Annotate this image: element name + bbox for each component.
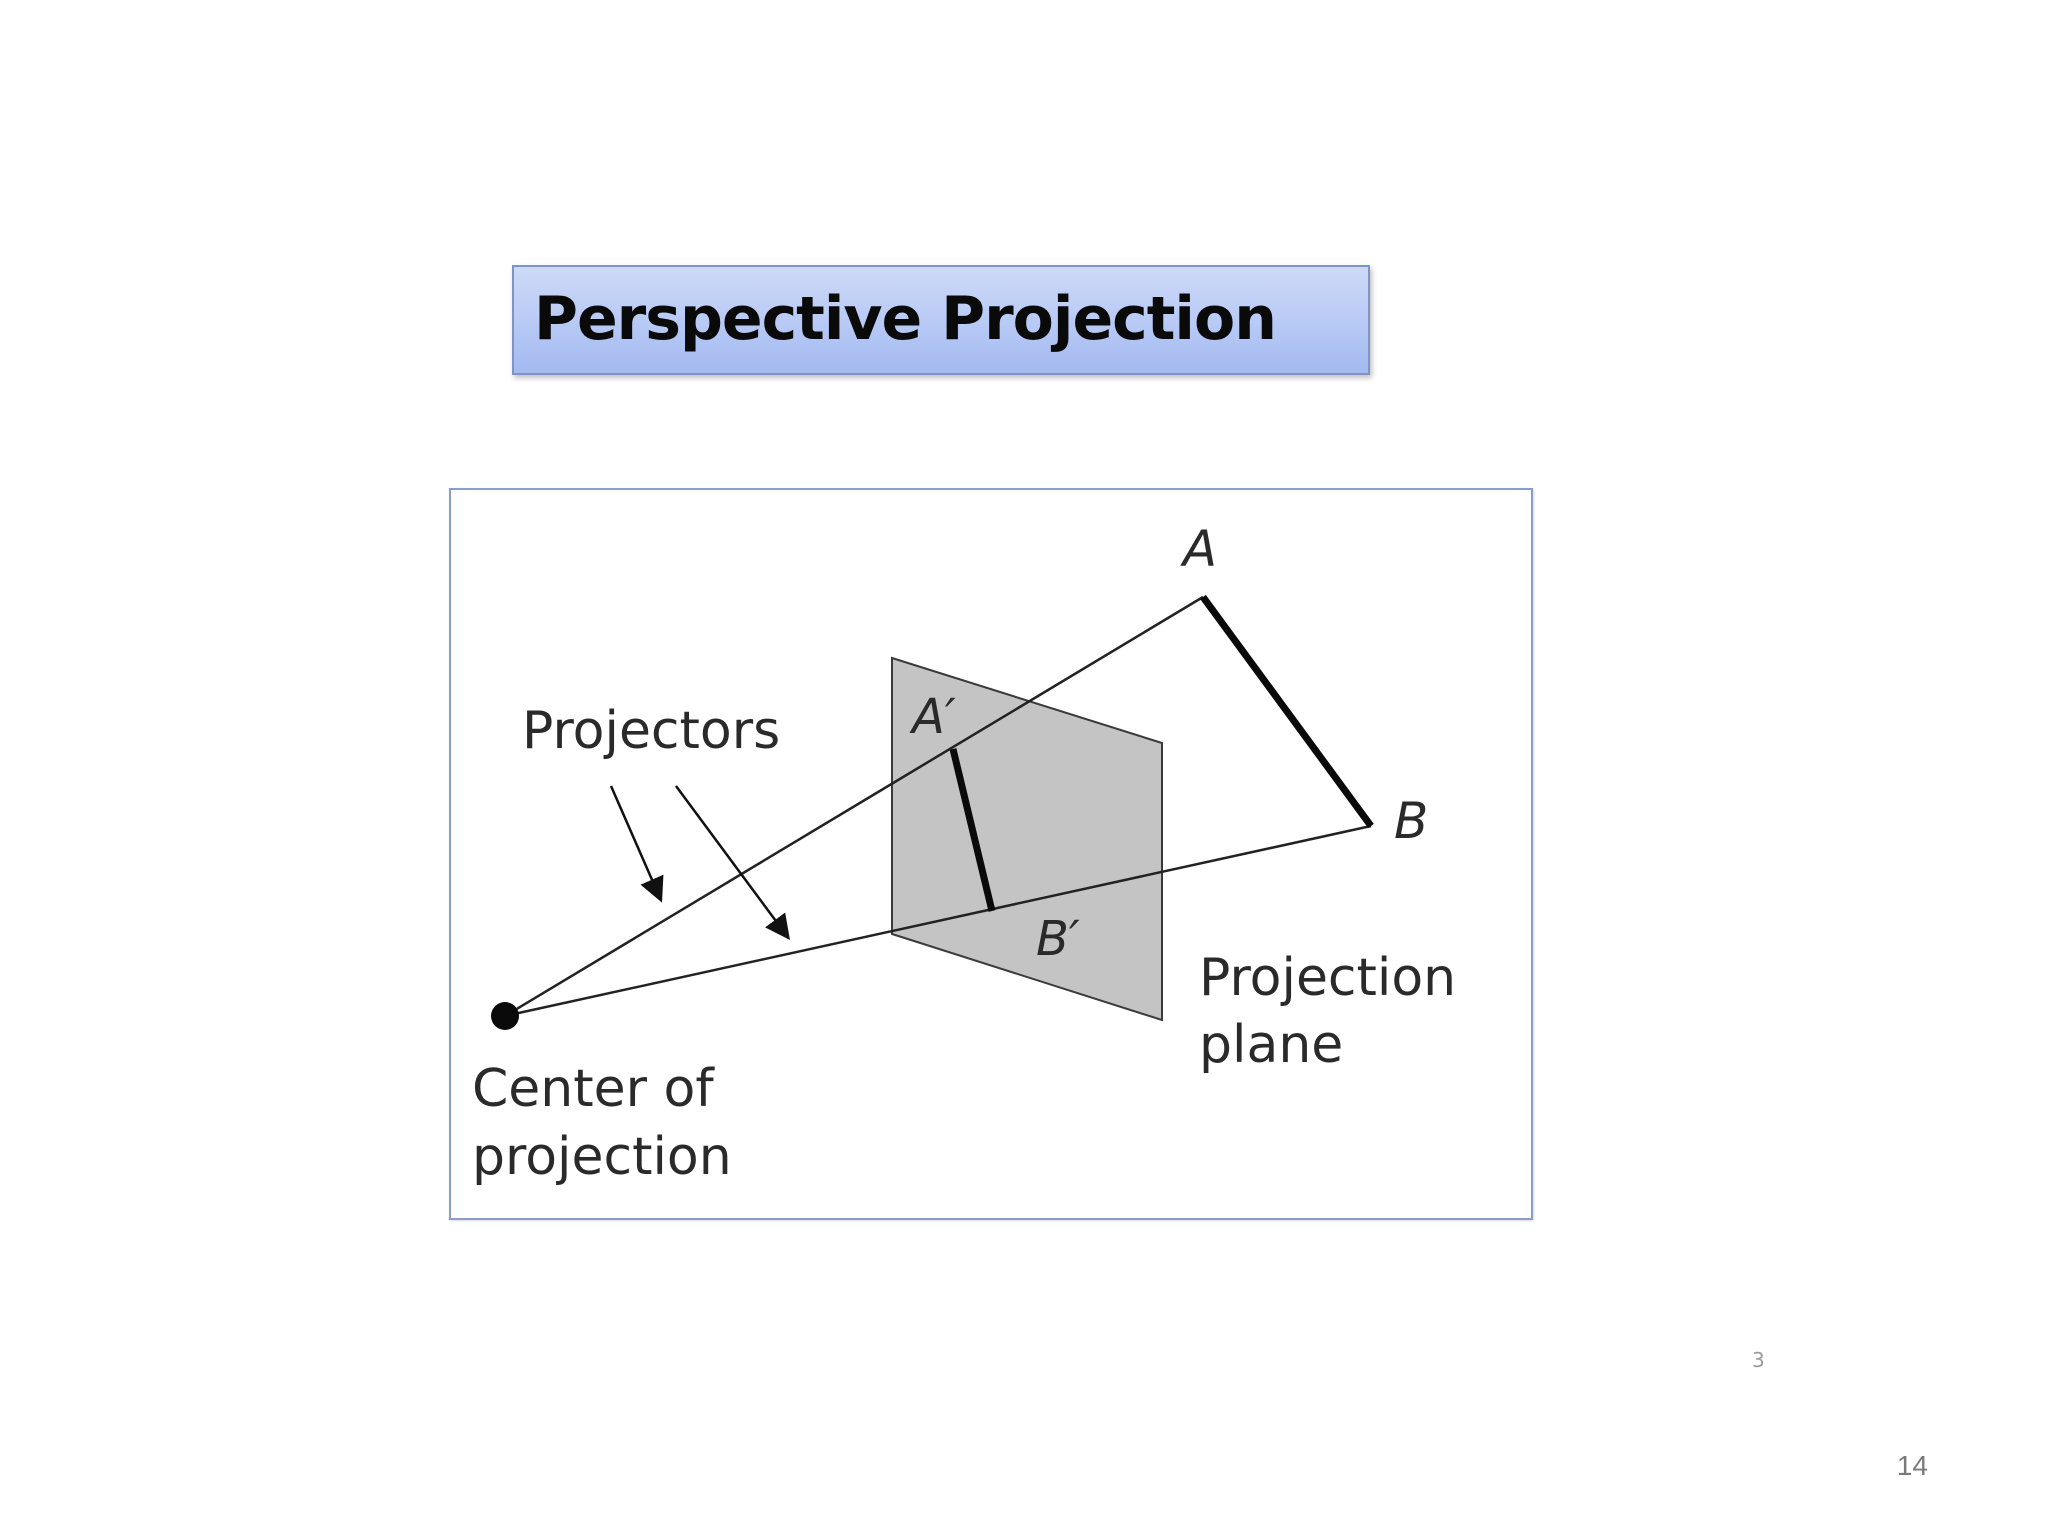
page-number: 14	[1896, 1450, 1928, 1481]
projector-arrow-2	[674, 785, 790, 941]
plane-label-line-2: plane	[1199, 1015, 1343, 1075]
point-a-label: A	[1180, 520, 1217, 578]
title-banner: Perspective Projection	[512, 265, 1370, 375]
center-of-projection-dot	[491, 1002, 519, 1030]
projector-arrow-1	[609, 785, 664, 903]
segment-a-prime-b-prime	[949, 748, 996, 912]
projector-line-b	[504, 824, 1372, 1018]
center-label-line-1: Center of	[472, 1059, 715, 1119]
segment-ab	[1200, 594, 1374, 829]
slide-title: Perspective Projection	[534, 284, 1277, 354]
projector-line-a	[504, 595, 1204, 1018]
center-label-line-2: projection	[472, 1127, 732, 1187]
point-b-prime-label: B′	[1036, 911, 1080, 967]
projection-diagram: Projectors A B A′ B′ Center of projectio…	[472, 520, 1456, 1187]
point-a-prime-label: A′	[909, 689, 956, 745]
projectors-label: Projectors	[522, 701, 780, 761]
perspective-projection-figure: Projectors A B A′ B′ Center of projectio…	[449, 488, 1533, 1220]
plane-label-line-1: Projection	[1199, 948, 1456, 1008]
point-b-label: B	[1394, 792, 1428, 850]
projection-plane	[891, 656, 1163, 1022]
corner-mark: 3	[1752, 1348, 1765, 1372]
